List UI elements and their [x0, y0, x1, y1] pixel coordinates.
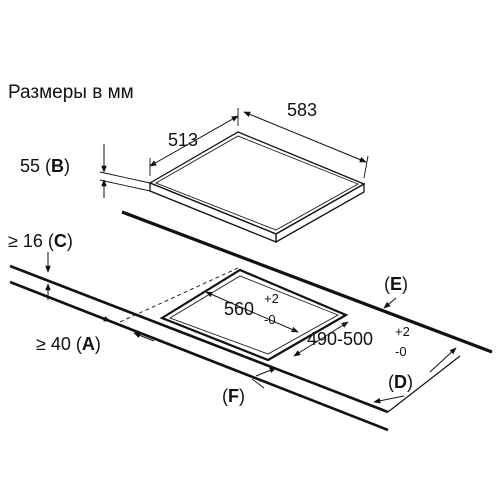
front-gap-label: ≥ 40 (A) [36, 334, 101, 354]
hob-depth-label: 583 [287, 100, 317, 120]
ref-d-label: (D) [388, 372, 413, 392]
dim-front-gap: ≥ 40 (A) [36, 313, 155, 354]
cutout-depth-value: 490-500 [307, 329, 373, 349]
dim-cutout-width: 560 +2 -0 [205, 291, 299, 333]
worktop-drawing [9, 210, 493, 432]
worktop-thickness-label: ≥ 16 (C) [8, 231, 73, 251]
dim-cutout-depth: 490-500 +2 -0 [293, 321, 410, 359]
cutout-width-tol-upper: +2 [264, 291, 279, 306]
ref-c: C [54, 231, 67, 251]
hob-side-left [149, 182, 277, 243]
dim-hob-depth: 583 [243, 100, 369, 179]
hob-height-value: 55 [20, 156, 40, 176]
cutout-width-label: 560 [224, 299, 254, 319]
dim-hob-width: 513 [149, 108, 239, 176]
cutout-inner-edge [169, 275, 339, 355]
cutout-depth-tol-lower: -0 [395, 344, 407, 359]
dim-hob-height: 55 (B) [20, 144, 151, 198]
dim-cutout-front-gap: (F) [222, 367, 277, 406]
dim-worktop-depth: (D) [373, 347, 457, 404]
cutout-width-tol-lower: -0 [264, 312, 276, 327]
ref-e-label: (E) [384, 274, 408, 294]
ref-b: B [51, 156, 64, 176]
dim-worktop-thickness: ≥ 16 (C) [8, 231, 73, 300]
ref-f-label: (F) [222, 386, 245, 406]
ref-a: A [82, 334, 95, 354]
ref-d: D [394, 372, 407, 392]
hob-width-label: 513 [168, 130, 198, 150]
cutout-depth-tol-upper: +2 [395, 324, 410, 339]
cutout-width-value: 560 [224, 299, 254, 319]
front-gap-value: ≥ 40 [36, 334, 71, 354]
hob-height-label: 55 (B) [20, 156, 70, 176]
ref-f: F [228, 386, 239, 406]
ref-e: E [390, 274, 402, 294]
cutout-depth-label: 490-500 [307, 329, 373, 349]
diagram-title: Размеры в мм [8, 82, 134, 103]
worktop-thickness-value: ≥ 16 [8, 231, 43, 251]
dim-rear-gap: (E) [383, 274, 408, 309]
